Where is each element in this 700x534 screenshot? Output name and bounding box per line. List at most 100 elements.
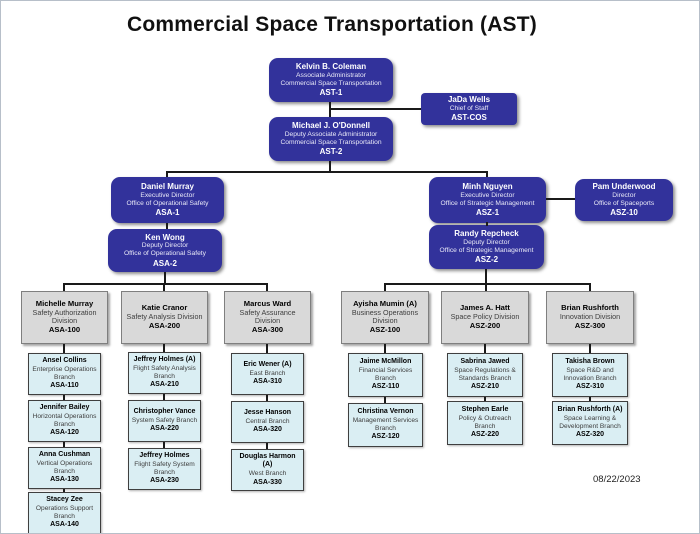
routing-code: ASA-130 [50,476,79,484]
branch-title: System Safety Branch [131,416,198,424]
person-org: Commercial Space Transportation [280,138,382,146]
org-node-asz-10: Pam Underwood Director Office of Spacepo… [575,179,673,221]
person-name: Michael J. O'Donnell [292,121,370,131]
person-title: Associate Administrator [296,71,366,79]
org-node-asa-330: Douglas Harmon (A) West Branch ASA-330 [231,449,304,491]
org-node-asz-120: Christina Vernon Management Services Bra… [348,403,423,447]
routing-code: ASA-230 [150,477,179,485]
connector-line [484,397,486,401]
person-name: James A. Hatt [460,302,510,312]
connector-line [266,443,268,449]
person-name: Brian Rushforth (A) [557,406,623,414]
branch-title: Space Regulations & Standards Branch [454,366,516,382]
division-title: Safety Assurance Division [239,307,296,325]
routing-code: ASA-200 [148,321,181,331]
person-title: Director [612,191,636,199]
org-node-asa-320: Jesse Hanson Central Branch ASA-320 [231,401,304,443]
branch-title: Management Services Branch [352,416,419,432]
division-title: Safety Analysis Division [126,311,203,321]
routing-code: ASA-300 [251,325,284,335]
person-name: Jeffrey Holmes (A) [133,356,196,364]
person-name: Stephen Earle [461,406,509,414]
connector-line [384,397,386,403]
routing-code: ASA-2 [152,258,177,268]
person-title: Executive Director [140,191,195,199]
branch-title: Vertical Operations Branch [36,459,93,475]
division-title: Innovation Division [559,311,621,321]
connector-line [331,108,421,110]
org-node-asz-320: Brian Rushforth (A) Space Learning & Dev… [552,401,628,445]
person-name: Takisha Brown [565,358,615,366]
routing-code: ASZ-320 [575,431,604,439]
connector-line [163,442,165,448]
org-node-asz-110: Jaime McMillon Financial Services Branch… [348,353,423,397]
org-node-ast-1: Kelvin B. Coleman Associate Administrato… [269,58,393,102]
person-name: Randy Repcheck [454,229,519,239]
connector-line [63,442,65,447]
person-name: Ken Wong [145,232,185,242]
connector-line [485,283,487,291]
routing-code: ASZ-200 [469,321,501,331]
routing-code: AST-2 [319,147,343,157]
org-node-asa-300: Marcus Ward Safety Assurance Division AS… [224,291,311,344]
person-name: Brian Rushforth [561,302,619,312]
connector-line [63,395,65,400]
routing-code: ASZ-120 [371,433,400,441]
org-node-asa-310: Eric Wener (A) East Branch ASA-310 [231,353,304,395]
routing-code: ASA-110 [50,382,79,390]
routing-code: ASA-220 [150,425,179,433]
routing-code: ASA-120 [50,429,79,437]
org-node-asa-2: Ken Wong Deputy Director Office of Opera… [108,229,222,272]
routing-code: ASA-140 [50,521,79,529]
connector-line [589,283,591,291]
person-org: Office of Operational Safety [126,199,209,207]
person-org: Commercial Space Transportation [280,79,382,87]
person-title: Deputy Director [463,238,510,246]
branch-title: Flight Safety Analysis Branch [133,364,196,380]
connector-line [266,395,268,401]
connector-line [329,102,331,117]
person-name: Pam Underwood [592,182,656,192]
routing-code: AST-COS [451,113,487,123]
routing-code: ASZ-110 [371,383,400,391]
connector-line [485,269,487,284]
branch-title: Operations Support Branch [35,504,94,520]
branch-title: Space Learning & Development Branch [559,414,621,430]
connector-line [384,283,590,285]
person-name: Katie Cranor [141,302,188,312]
org-node-asz-100: Ayisha Mumin (A) Business Operations Div… [341,291,429,344]
person-title: Chief of Staff [449,104,489,112]
routing-code: ASZ-1 [475,208,500,218]
org-node-asz-210: Sabrina Jawed Space Regulations & Standa… [447,353,523,397]
connector-line [589,344,591,353]
branch-title: Policy & Outreach Branch [458,414,512,430]
person-name: Ansel Collins [42,357,87,365]
org-node-asa-130: Anna Cushman Vertical Operations Branch … [28,447,101,489]
connector-line [384,283,386,291]
routing-code: ASA-1 [155,208,180,218]
person-name: Marcus Ward [243,298,292,308]
person-name: Anna Cushman [38,451,91,459]
connector-line [63,344,65,353]
person-title: Executive Director [460,191,515,199]
person-name: Christopher Vance [133,408,196,416]
routing-code: ASZ-10 [610,208,638,218]
routing-code: ASZ-300 [574,321,606,331]
connector-line [166,223,168,229]
routing-code: ASA-100 [48,325,81,335]
branch-title: Enterprise Operations Branch [32,365,97,381]
connector-line [589,397,591,401]
org-node-asa-100: Michelle Murray Safety Authorization Div… [21,291,108,344]
person-name: Eric Wener (A) [243,361,292,369]
org-node-asz-310: Takisha Brown Space R&D and Innovation B… [552,353,628,397]
connector-line [63,489,65,492]
org-node-asa-200: Katie Cranor Safety Analysis Division AS… [121,291,208,344]
person-name: Jeffrey Holmes [139,452,190,460]
person-org: Office of Strategic Management [439,246,534,254]
connector-line [163,283,165,291]
connector-line [546,198,575,200]
org-node-asa-230: Jeffrey Holmes Flight Safety System Bran… [128,448,201,490]
connector-line [164,272,166,284]
branch-title: West Branch [248,469,287,477]
org-node-ast-2: Michael J. O'Donnell Deputy Associate Ad… [269,117,393,161]
